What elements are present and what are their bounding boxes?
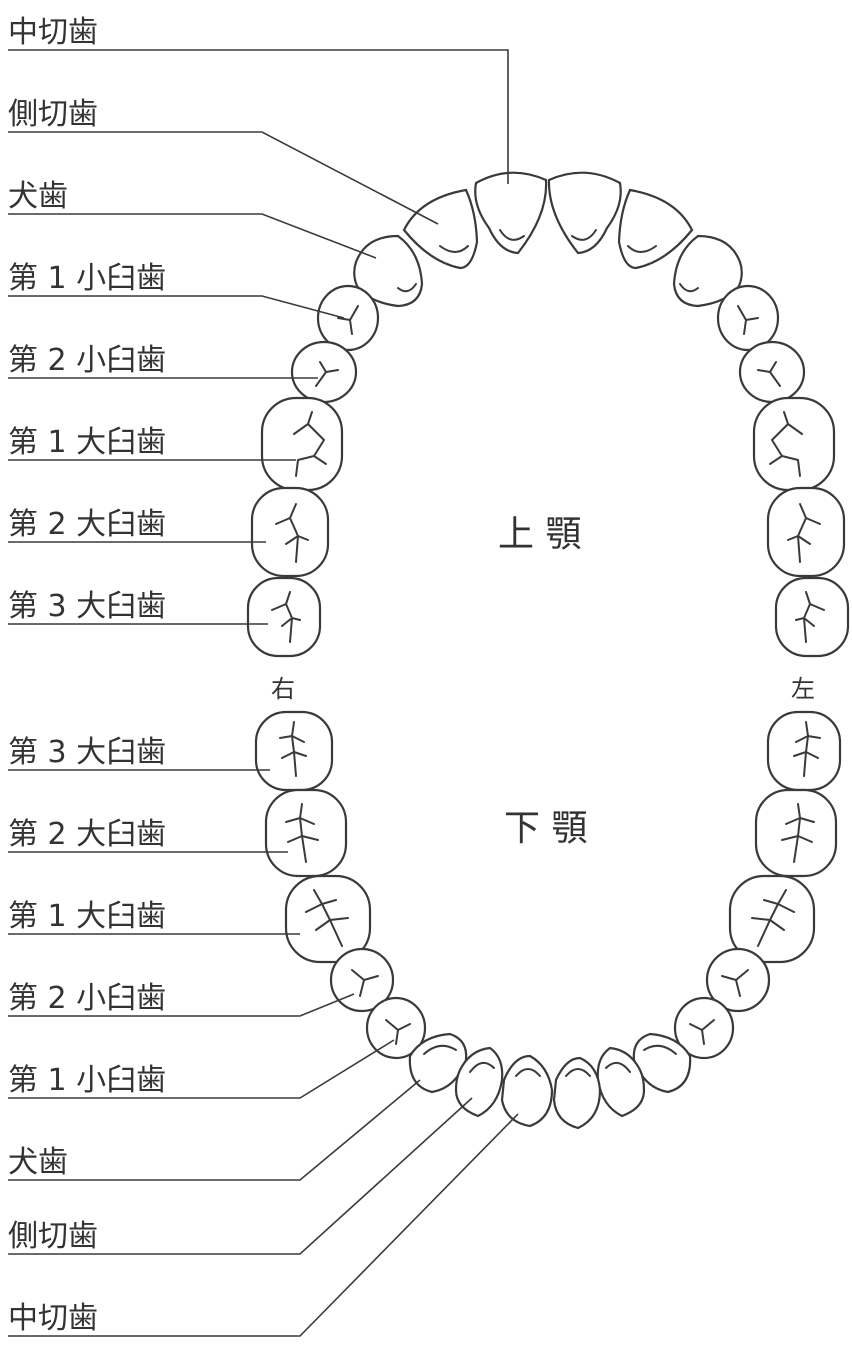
upper-left-first-premolar — [716, 284, 780, 352]
lower-incisor-mark — [565, 1068, 591, 1077]
upper-left-canine — [672, 234, 743, 308]
tooth-label: 第 1 大臼歯 — [8, 425, 166, 460]
molar-groove — [275, 503, 309, 563]
molar-groove — [293, 411, 327, 477]
upper-incisor-mark — [571, 229, 597, 241]
upper-incisor-mark — [627, 245, 657, 253]
lower-incisor-mark — [469, 1061, 495, 1073]
lower-right-central-incisor — [500, 1054, 554, 1128]
upper-right-first-molar — [260, 396, 344, 492]
lower-left-second-premolar — [705, 947, 771, 1013]
tooth-label: 中切歯 — [8, 15, 98, 50]
leader-line — [8, 131, 439, 225]
lower-left-first-molar — [728, 874, 816, 964]
right-side-label: 右 — [271, 675, 295, 703]
leader-line — [8, 213, 377, 259]
molar-groove — [751, 889, 795, 947]
upper-left-third-molar — [774, 576, 850, 658]
tooth-label: 第 1 小臼歯 — [8, 1063, 166, 1098]
leader-line — [8, 1113, 519, 1337]
upper-right-third-molar — [246, 576, 322, 658]
leader-lines — [8, 49, 519, 1337]
premolar-groove — [689, 1019, 715, 1045]
upper-incisor-mark — [499, 229, 525, 241]
molar-groove — [279, 721, 307, 777]
upper-tooth-labels: 中切歯 側切歯 犬歯 第 1 小臼歯 第 2 小臼歯 第 1 大臼歯 第 2 大… — [8, 15, 166, 624]
lower-canine-mark — [643, 1044, 677, 1055]
premolar-groove — [351, 969, 379, 997]
upper-jaw-label: 上 顎 — [498, 514, 581, 555]
leader-line — [8, 993, 355, 1017]
upper-right-lateral-incisor — [402, 188, 479, 270]
upper-canine-mark — [679, 283, 699, 293]
upper-incisor-mark — [439, 245, 469, 253]
upper-left-central-incisor — [547, 171, 622, 255]
upper-right-first-premolar — [316, 284, 380, 352]
molar-groove — [285, 803, 319, 863]
upper-right-second-molar — [250, 486, 330, 578]
molar-groove — [305, 889, 349, 947]
leader-line — [8, 49, 509, 184]
upper-left-lateral-incisor — [617, 188, 694, 270]
leader-line — [8, 1039, 395, 1099]
lower-right-second-molar — [264, 788, 348, 878]
lower-right-first-molar — [284, 874, 372, 964]
upper-right-canine — [353, 234, 424, 308]
upper-right-second-premolar — [290, 340, 358, 404]
leader-line — [8, 1097, 473, 1255]
lower-canine-mark — [423, 1044, 457, 1055]
lower-incisor-mark — [515, 1068, 541, 1077]
premolar-groove — [721, 969, 749, 997]
tooth-label: 第 3 大臼歯 — [8, 589, 166, 624]
tooth-label: 側切歯 — [8, 1219, 98, 1254]
upper-right-central-incisor — [474, 171, 548, 255]
leader-line — [8, 1079, 421, 1181]
tooth-label: 側切歯 — [8, 97, 98, 132]
tooth-label: 第 1 大臼歯 — [8, 899, 166, 934]
premolar-groove — [385, 1019, 411, 1045]
lower-right-second-premolar — [329, 947, 395, 1013]
molar-groove — [769, 411, 803, 477]
premolar-groove — [337, 305, 359, 335]
tooth-label: 中切歯 — [8, 1301, 98, 1336]
upper-left-second-molar — [766, 486, 846, 578]
tooth-label: 第 2 小臼歯 — [8, 343, 166, 378]
lower-left-second-molar — [754, 788, 838, 878]
upper-left-first-molar — [752, 396, 836, 492]
molar-groove — [787, 503, 821, 563]
molar-groove — [793, 721, 821, 777]
upper-jaw — [246, 171, 850, 658]
tooth-label: 第 2 小臼歯 — [8, 981, 166, 1016]
premolar-groove — [757, 361, 781, 387]
tooth-label: 第 2 大臼歯 — [8, 817, 166, 852]
lower-tooth-labels: 第 3 大臼歯 第 2 大臼歯 第 1 大臼歯 第 2 小臼歯 第 1 小臼歯 … — [8, 735, 166, 1336]
upper-left-second-premolar — [738, 340, 806, 404]
lower-jaw — [254, 710, 842, 1130]
lower-left-third-molar — [766, 710, 842, 792]
tooth-label: 犬歯 — [8, 1145, 68, 1180]
lower-jaw-label: 下 顎 — [504, 808, 587, 849]
left-side-label: 左 — [791, 675, 815, 703]
molar-groove — [271, 591, 301, 643]
premolar-groove — [737, 305, 759, 335]
molar-groove — [781, 803, 815, 863]
tooth-label: 犬歯 — [8, 179, 68, 214]
molar-groove — [795, 591, 825, 643]
tooth-label: 第 3 大臼歯 — [8, 735, 166, 770]
leader-line — [8, 295, 345, 319]
premolar-groove — [315, 361, 339, 387]
tooth-label: 第 1 小臼歯 — [8, 261, 166, 296]
tooth-label: 第 2 大臼歯 — [8, 507, 166, 542]
lower-incisor-mark — [605, 1061, 631, 1073]
upper-canine-mark — [397, 283, 417, 293]
